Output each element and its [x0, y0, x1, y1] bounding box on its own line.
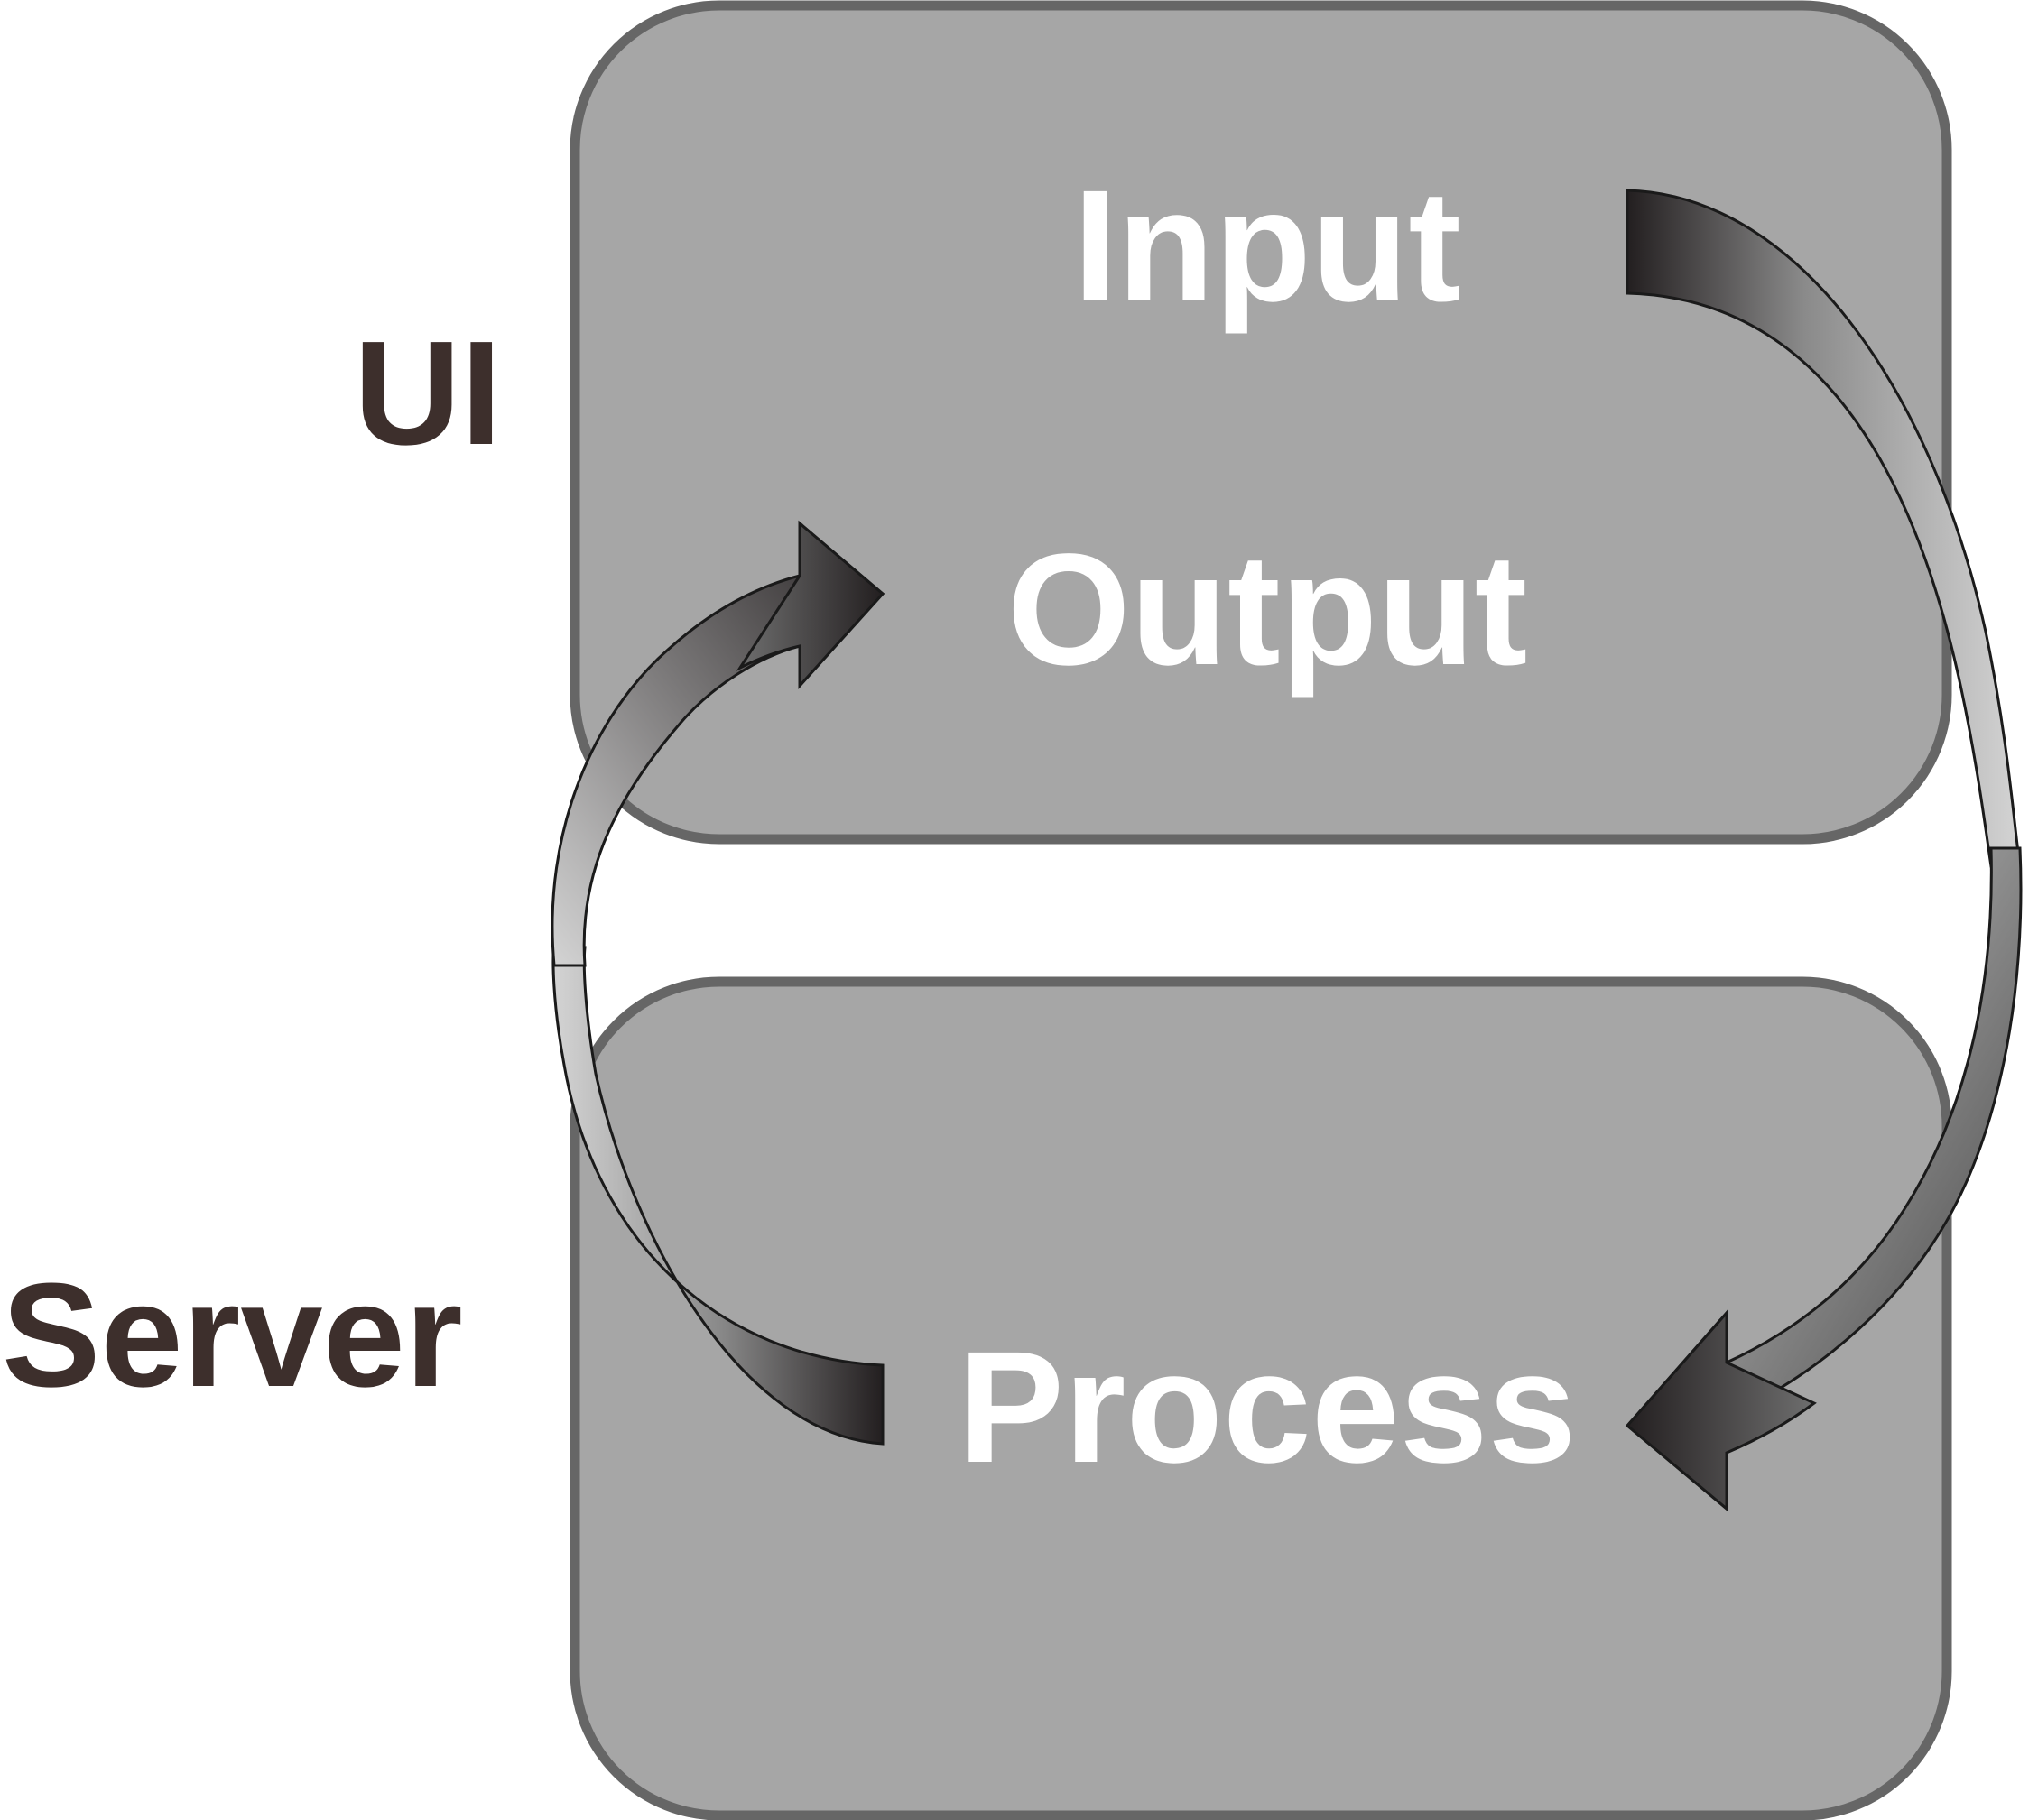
input-label: Input	[1072, 158, 1462, 335]
process-to-output-arrow	[551, 520, 885, 1446]
input-to-process-arrow	[1625, 189, 2023, 1512]
server-box	[570, 976, 1952, 1820]
ui-box	[570, 0, 1952, 845]
ui-side-label: UI	[354, 310, 502, 476]
server-side-label: Server	[2, 1252, 463, 1418]
process-to-output-arrowhead	[736, 520, 885, 689]
input-to-process-arrowhead	[1625, 1309, 1817, 1512]
output-label: Output	[1006, 522, 1528, 698]
process-label: Process	[958, 1319, 1577, 1496]
